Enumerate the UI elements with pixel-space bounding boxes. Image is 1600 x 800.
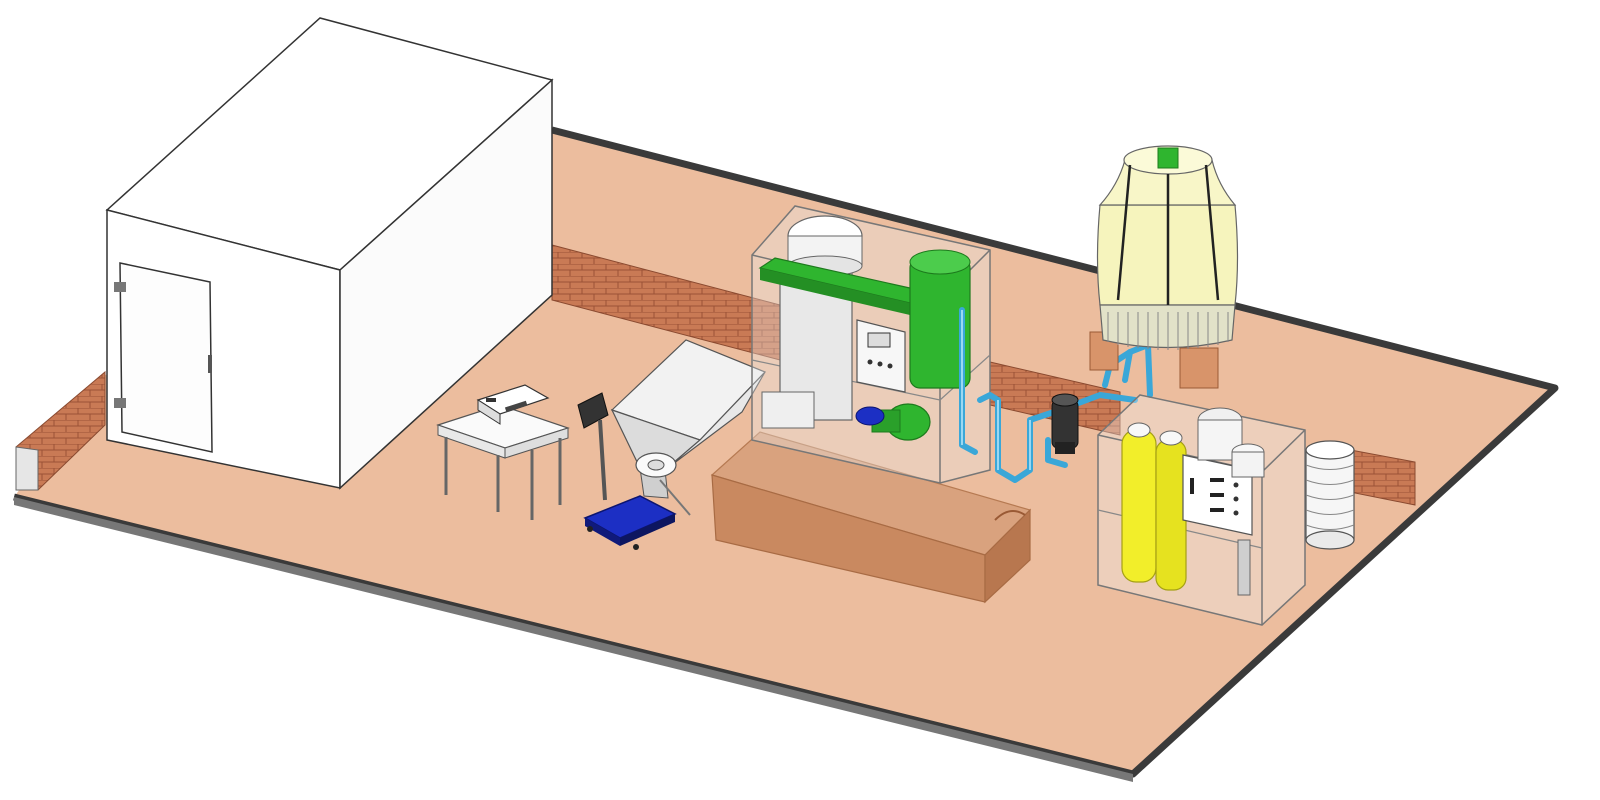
water-storage-tank — [1305, 440, 1355, 550]
tube-ice-machine — [751, 205, 991, 484]
ice-bagging-hopper — [610, 339, 767, 516]
water-pump — [1051, 393, 1079, 454]
cooling-tower — [1089, 145, 1239, 389]
cold-room-door[interactable] — [114, 262, 213, 453]
platform-scale — [577, 392, 677, 550]
control-panel[interactable] — [856, 319, 906, 393]
brick-wall-left — [15, 370, 106, 491]
pipe-highlight — [961, 310, 1031, 470]
compressor — [855, 403, 931, 441]
water-treatment-system — [1097, 394, 1306, 626]
cold-storage-room — [105, 17, 554, 490]
sealing-machine-table — [436, 384, 570, 520]
ice-collection-bin — [710, 431, 1032, 604]
